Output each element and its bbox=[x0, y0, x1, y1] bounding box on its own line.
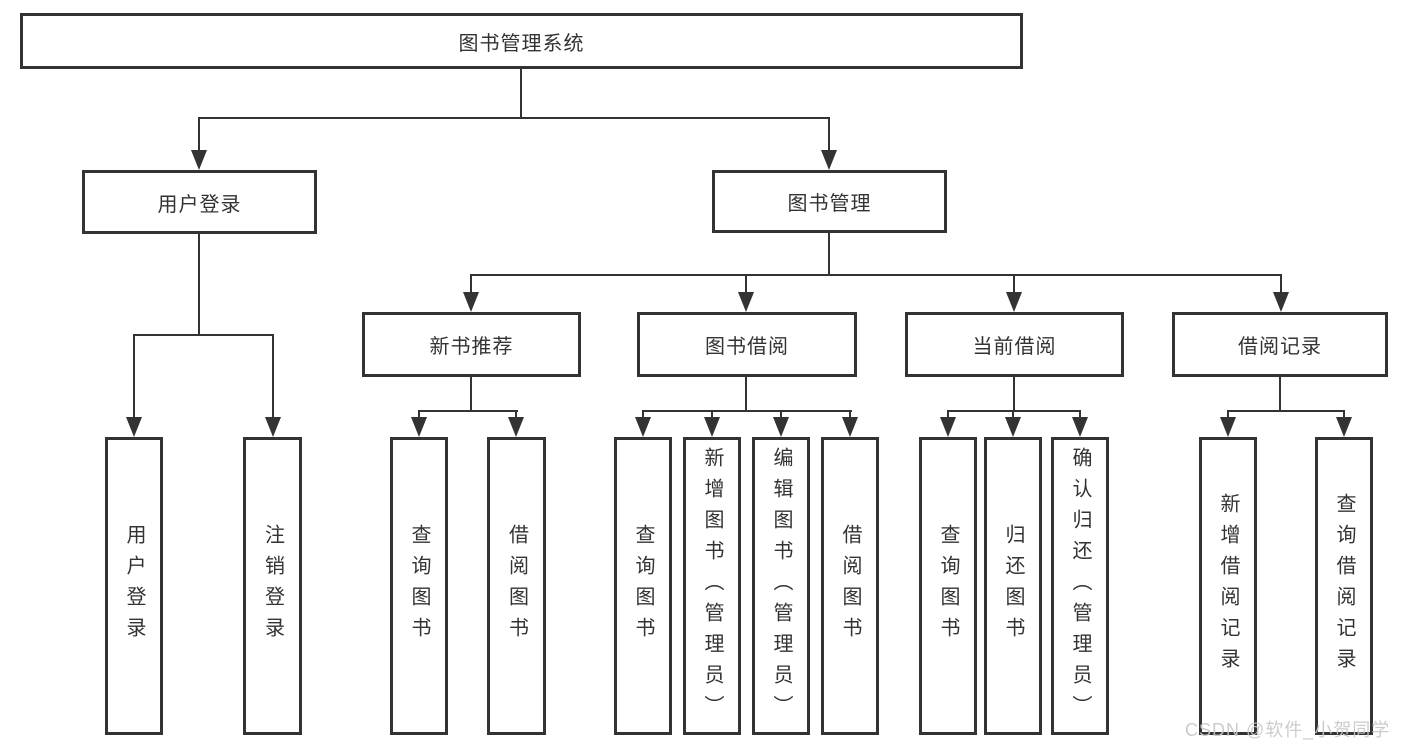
node-label: 注销登录 bbox=[261, 524, 284, 648]
connector-to-current-borrowing bbox=[1013, 274, 1015, 292]
node-book-borrowing: 图书借阅 bbox=[637, 312, 857, 377]
node-label: 新增借阅记录 bbox=[1217, 493, 1239, 679]
csdn-watermark: CSDN @软件_小贺同学 bbox=[1185, 720, 1391, 740]
arrowhead-borrowing-records bbox=[1273, 292, 1289, 312]
connector-stub bbox=[1012, 410, 1014, 417]
connector-stub bbox=[1343, 410, 1345, 417]
node-return-books: 归还图书 bbox=[984, 437, 1042, 735]
connector-user-login-spread bbox=[133, 334, 274, 336]
node-query-books-current: 查询图书 bbox=[919, 437, 977, 735]
node-query-books-recommend: 查询图书 bbox=[390, 437, 448, 735]
connector-to-user-login bbox=[198, 117, 200, 150]
node-label: 借阅图书 bbox=[839, 524, 861, 648]
node-label: 查询借阅记录 bbox=[1333, 493, 1355, 679]
connector-new-book-stem bbox=[470, 377, 472, 412]
node-add-borrow-record: 新增借阅记录 bbox=[1199, 437, 1257, 735]
connector-stub bbox=[780, 410, 782, 417]
connector-stub bbox=[947, 410, 949, 417]
arrowhead-leaf bbox=[1220, 417, 1236, 437]
node-borrow-books-borrowing: 借阅图书 bbox=[821, 437, 879, 735]
connector-current-borrowing-spread bbox=[947, 410, 1081, 412]
arrowhead-leaf bbox=[773, 417, 789, 437]
connector-book-borrowing-spread bbox=[642, 410, 852, 412]
arrowhead-leaf bbox=[508, 417, 524, 437]
node-label: 图书管理 bbox=[787, 193, 872, 215]
connector-new-book-spread bbox=[418, 410, 518, 412]
arrowhead-user-login bbox=[191, 150, 207, 170]
connector-book-borrowing-stem bbox=[745, 377, 747, 412]
node-borrow-books-recommend: 借阅图书 bbox=[487, 437, 546, 735]
arrowhead-leaf bbox=[1336, 417, 1352, 437]
node-label: 用户登录 bbox=[123, 524, 145, 648]
connector-user-login-stem bbox=[198, 234, 200, 336]
node-confirm-return-admin: 确认归还（管理员） bbox=[1051, 437, 1109, 735]
node-library-management-system: 图书管理系统 bbox=[20, 13, 1023, 69]
connector-to-leaf-logout bbox=[272, 334, 274, 417]
node-add-book-admin: 新增图书（管理员） bbox=[683, 437, 741, 735]
node-label: 当前借阅 bbox=[972, 336, 1057, 358]
node-logout: 注销登录 bbox=[243, 437, 302, 735]
connector-borrowing-records-spread bbox=[1227, 410, 1345, 412]
node-label: 新书推荐 bbox=[429, 336, 514, 358]
arrowhead-leaf bbox=[635, 417, 651, 437]
arrowhead-leaf bbox=[1005, 417, 1021, 437]
connector-to-book-borrowing bbox=[745, 274, 747, 292]
node-user-login: 用户登录 bbox=[105, 437, 163, 735]
arrowhead-book-management bbox=[821, 150, 837, 170]
connector-book-management-stem bbox=[828, 233, 830, 276]
node-label: 用户登录 bbox=[157, 193, 242, 216]
node-current-borrowing: 当前借阅 bbox=[905, 312, 1124, 377]
connector-stub bbox=[849, 410, 851, 417]
node-label: 借阅图书 bbox=[505, 524, 528, 648]
connector-to-borrowing-records bbox=[1280, 274, 1282, 292]
connector-stub bbox=[418, 410, 420, 417]
arrowhead-leaf bbox=[411, 417, 427, 437]
connector-current-borrowing-stem bbox=[1013, 377, 1015, 412]
node-label: 确认归还（管理员） bbox=[1069, 446, 1091, 726]
node-label: 查询图书 bbox=[632, 524, 654, 648]
connector-level3-spread bbox=[470, 274, 1282, 276]
arrowhead-leaf bbox=[1072, 417, 1088, 437]
node-user-login-group: 用户登录 bbox=[82, 170, 317, 234]
arrowhead-leaf-logout bbox=[265, 417, 281, 437]
arrowhead-new-book bbox=[463, 292, 479, 312]
arrowhead-current-borrowing bbox=[1006, 292, 1022, 312]
connector-to-new-book bbox=[470, 274, 472, 292]
arrowhead-leaf bbox=[704, 417, 720, 437]
connector-to-book-management bbox=[828, 117, 830, 150]
node-query-books-borrowing: 查询图书 bbox=[614, 437, 672, 735]
node-label: 查询图书 bbox=[937, 524, 959, 648]
node-label: 查询图书 bbox=[408, 524, 430, 648]
connector-to-leaf-user-login bbox=[133, 334, 135, 417]
node-edit-book-admin: 编辑图书（管理员） bbox=[752, 437, 810, 735]
node-label: 归还图书 bbox=[1002, 524, 1024, 648]
connector-stub bbox=[642, 410, 644, 417]
arrowhead-leaf bbox=[940, 417, 956, 437]
connector-level2-spread bbox=[198, 117, 830, 119]
connector-borrowing-records-stem bbox=[1279, 377, 1281, 412]
node-label: 编辑图书（管理员） bbox=[770, 446, 792, 726]
connector-stub bbox=[1079, 410, 1081, 417]
node-borrowing-records: 借阅记录 bbox=[1172, 312, 1388, 377]
node-label: 图书借阅 bbox=[705, 336, 789, 358]
connector-stub bbox=[711, 410, 713, 417]
node-label: 借阅记录 bbox=[1238, 336, 1322, 358]
node-label: 图书管理系统 bbox=[458, 32, 585, 55]
node-label: 新增图书（管理员） bbox=[701, 446, 723, 726]
node-new-book-recommendation: 新书推荐 bbox=[362, 312, 581, 377]
arrowhead-leaf bbox=[842, 417, 858, 437]
node-book-management: 图书管理 bbox=[712, 170, 947, 233]
connector-stub bbox=[1227, 410, 1229, 417]
arrowhead-leaf-user-login bbox=[126, 417, 142, 437]
connector-root-stem bbox=[520, 69, 522, 118]
arrowhead-book-borrowing bbox=[738, 292, 754, 312]
connector-stub bbox=[515, 410, 517, 417]
node-query-borrow-record: 查询借阅记录 bbox=[1315, 437, 1373, 735]
